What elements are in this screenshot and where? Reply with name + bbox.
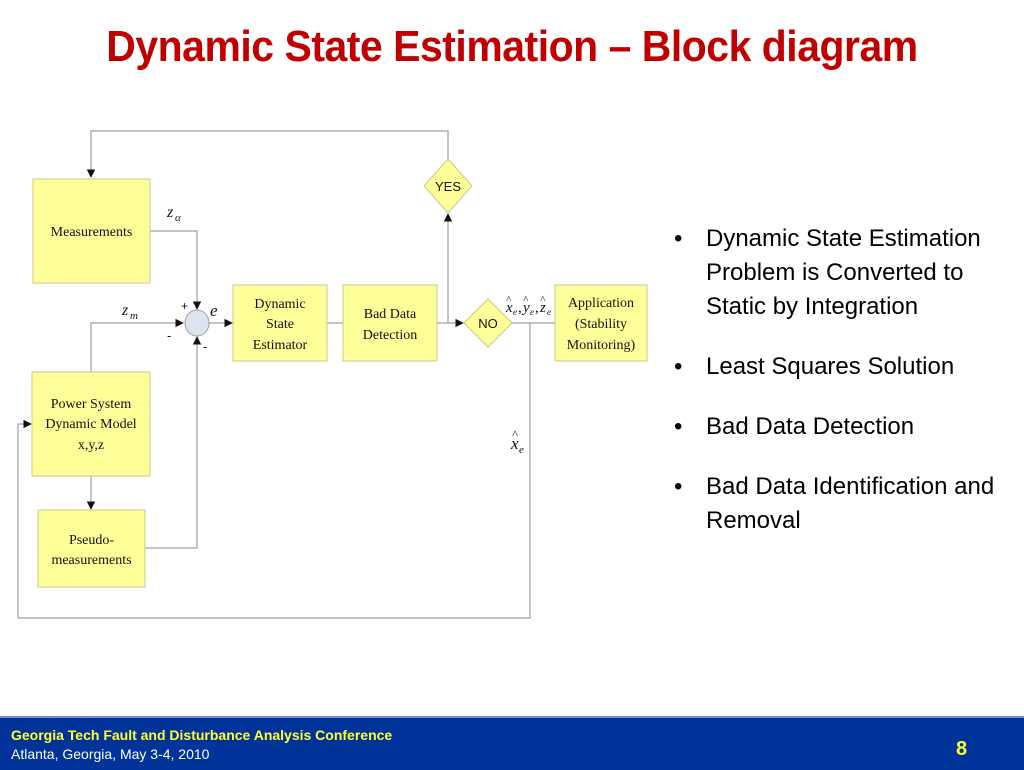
bullet-dot: •	[674, 353, 683, 380]
pseudo-measurements-block: Pseudo- measurements	[37, 509, 146, 588]
pseudo-line	[145, 336, 202, 549]
est-z: z	[539, 300, 546, 316]
z-m-sub: m	[130, 310, 138, 322]
pseudo-label-1: Pseudo-	[69, 533, 114, 548]
block-diagram: Measurements Power System Dynamic Model …	[17, 130, 648, 619]
est-z-sub: e	[547, 307, 551, 317]
footer-conference: Georgia Tech Fault and Disturbance Analy…	[11, 727, 393, 743]
est-z-hat: ^	[540, 294, 546, 306]
no-label: NO	[478, 316, 498, 331]
minus-sign-left: -	[167, 328, 171, 343]
error-label: e	[210, 301, 218, 320]
bullet-text: Bad Data Detection	[706, 413, 915, 440]
page-number: 8	[956, 738, 968, 760]
yes-label: YES	[435, 179, 461, 194]
application-block: Application (Stability Monitoring)	[554, 284, 648, 362]
dse-label-3: Estimator	[253, 338, 308, 353]
power-system-label-3: x,y,z	[78, 438, 104, 453]
plus-sign: +	[181, 299, 188, 313]
power-system-label-2: Dynamic Model	[45, 417, 136, 432]
bullet-item: • Bad Data Identification and Removal	[668, 470, 1018, 538]
bullet-text: Bad Data Identification and Removal	[706, 473, 995, 534]
summing-junction	[184, 309, 210, 337]
estimates-label: x ^ e , y ^ e , z ^ e	[505, 294, 551, 317]
measurements-block: Measurements	[32, 178, 151, 284]
bullet-item: • Least Squares Solution	[668, 350, 1018, 384]
app-label-1: Application	[568, 296, 634, 311]
minus-sign-bottom: -	[203, 339, 207, 354]
dynamic-state-estimator-block: Dynamic State Estimator	[232, 284, 328, 362]
bullet-list: • Dynamic State Estimation Problem is Con…	[668, 222, 1018, 564]
app-label-2: (Stability	[575, 317, 627, 332]
feedback-x-hat-label: x ^ e	[510, 427, 524, 456]
z-alpha-sub: α	[175, 212, 181, 224]
no-decision: NO	[463, 298, 513, 348]
bullet-item: • Dynamic State Estimation Problem is Con…	[668, 222, 1018, 324]
bullet-dot: •	[674, 225, 683, 252]
est-comma-2: ,	[535, 300, 539, 316]
est-y: y	[521, 300, 530, 316]
measurements-label: Measurements	[51, 225, 133, 240]
z-m-line	[90, 318, 184, 372]
app-label-3: Monitoring)	[567, 338, 636, 353]
fb-x-hat: ^	[512, 427, 518, 441]
est-comma-1: ,	[518, 300, 522, 316]
power-system-label-1: Power System	[51, 397, 132, 412]
pseudo-label-2: measurements	[51, 553, 131, 568]
bullet-dot: •	[674, 413, 683, 440]
bullet-text: Dynamic State Estimation Problem is Conv…	[706, 225, 981, 320]
bad-data-detection-block: Bad Data Detection	[342, 284, 438, 362]
est-x: x	[505, 300, 513, 316]
yes-decision: YES	[423, 158, 473, 214]
dse-label-2: State	[266, 317, 294, 332]
footer-location-date: Atlanta, Georgia, May 3-4, 2010	[11, 746, 210, 762]
slide-title: Dynamic State Estimation – Block diagram	[106, 22, 918, 71]
bdd-label-2: Detection	[363, 328, 417, 343]
z-m-base: z	[121, 302, 129, 319]
yes-feedback-line	[86, 130, 449, 178]
z-alpha-base: z	[166, 204, 174, 221]
fb-x-sub: e	[519, 444, 524, 456]
fb-x: x	[510, 434, 519, 453]
est-y-sub: e	[530, 307, 534, 317]
x-hat-feedback-line	[17, 323, 531, 619]
est-x-hat: ^	[506, 294, 512, 306]
bdd-label-1: Bad Data	[364, 307, 417, 322]
bullet-dot: •	[674, 473, 683, 500]
z-alpha-line	[150, 230, 202, 310]
z-m-label: z m	[121, 302, 138, 322]
est-x-sub: e	[513, 307, 517, 317]
connector-lines	[17, 130, 555, 619]
dse-label-1: Dynamic	[254, 297, 305, 312]
z-alpha-label: z α	[166, 204, 181, 224]
bullet-item: • Bad Data Detection	[668, 410, 1018, 444]
bullet-text: Least Squares Solution	[706, 353, 955, 380]
footer-bar: Georgia Tech Fault and Disturbance Analy…	[0, 716, 1024, 770]
est-y-hat: ^	[523, 294, 529, 306]
power-system-block: Power System Dynamic Model x,y,z	[31, 371, 151, 477]
